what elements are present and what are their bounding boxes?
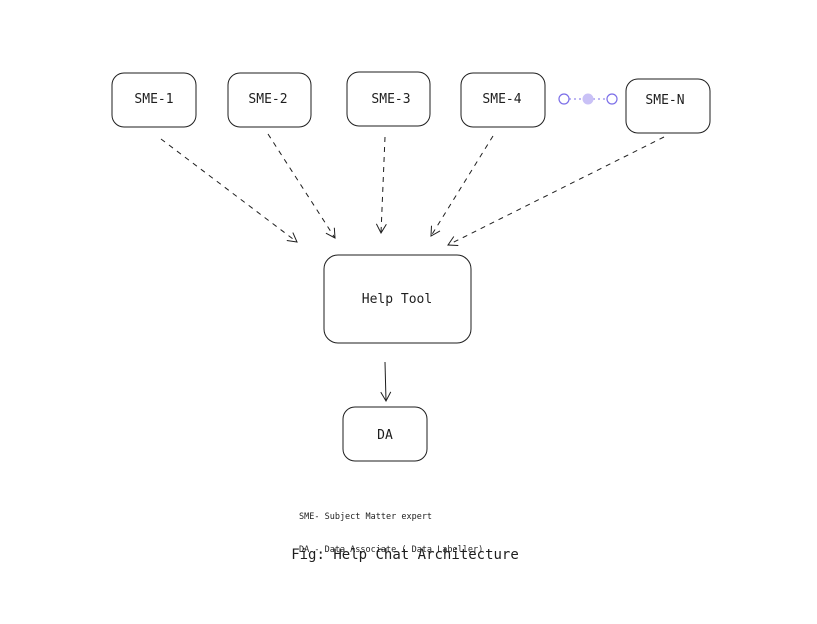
sme-4-label: SME-4: [482, 92, 521, 107]
legend-line-sme: SME- Subject Matter expert: [299, 512, 433, 522]
arrow-help-tool-to-da: [380, 361, 392, 403]
sme-1-label: SME-1: [134, 92, 173, 107]
sme-n-label: SME-N: [645, 93, 684, 108]
arrow-sme4-to-help-tool: [430, 135, 494, 237]
da-node: DA: [342, 406, 428, 462]
sme-2-node: SME-2: [227, 72, 312, 128]
arrow-smen-to-help-tool: [447, 136, 665, 246]
legend: SME- Subject Matter expert DA - Data Ass…: [299, 490, 483, 567]
sme-3-label: SME-3: [371, 92, 410, 107]
arrow-sme1-to-help-tool: [160, 138, 298, 243]
sme-4-node: SME-4: [460, 72, 546, 128]
sme-1-node: SME-1: [111, 72, 197, 128]
sme-2-label: SME-2: [248, 92, 287, 107]
ellipsis-connector-icon: [558, 93, 618, 105]
sme-n-node: SME-N: [625, 78, 711, 134]
figure-caption: Fig: Help Chat Architecture: [291, 547, 519, 563]
legend-line-da: DA - Data Associate ( Data Labeller): [299, 545, 484, 555]
sme-3-node: SME-3: [346, 71, 431, 127]
arrow-sme3-to-help-tool: [375, 136, 387, 235]
help-tool-node: Help Tool: [323, 254, 472, 344]
da-label: DA: [377, 428, 393, 443]
help-tool-label: Help Tool: [362, 292, 432, 307]
arrow-sme2-to-help-tool: [267, 133, 336, 239]
